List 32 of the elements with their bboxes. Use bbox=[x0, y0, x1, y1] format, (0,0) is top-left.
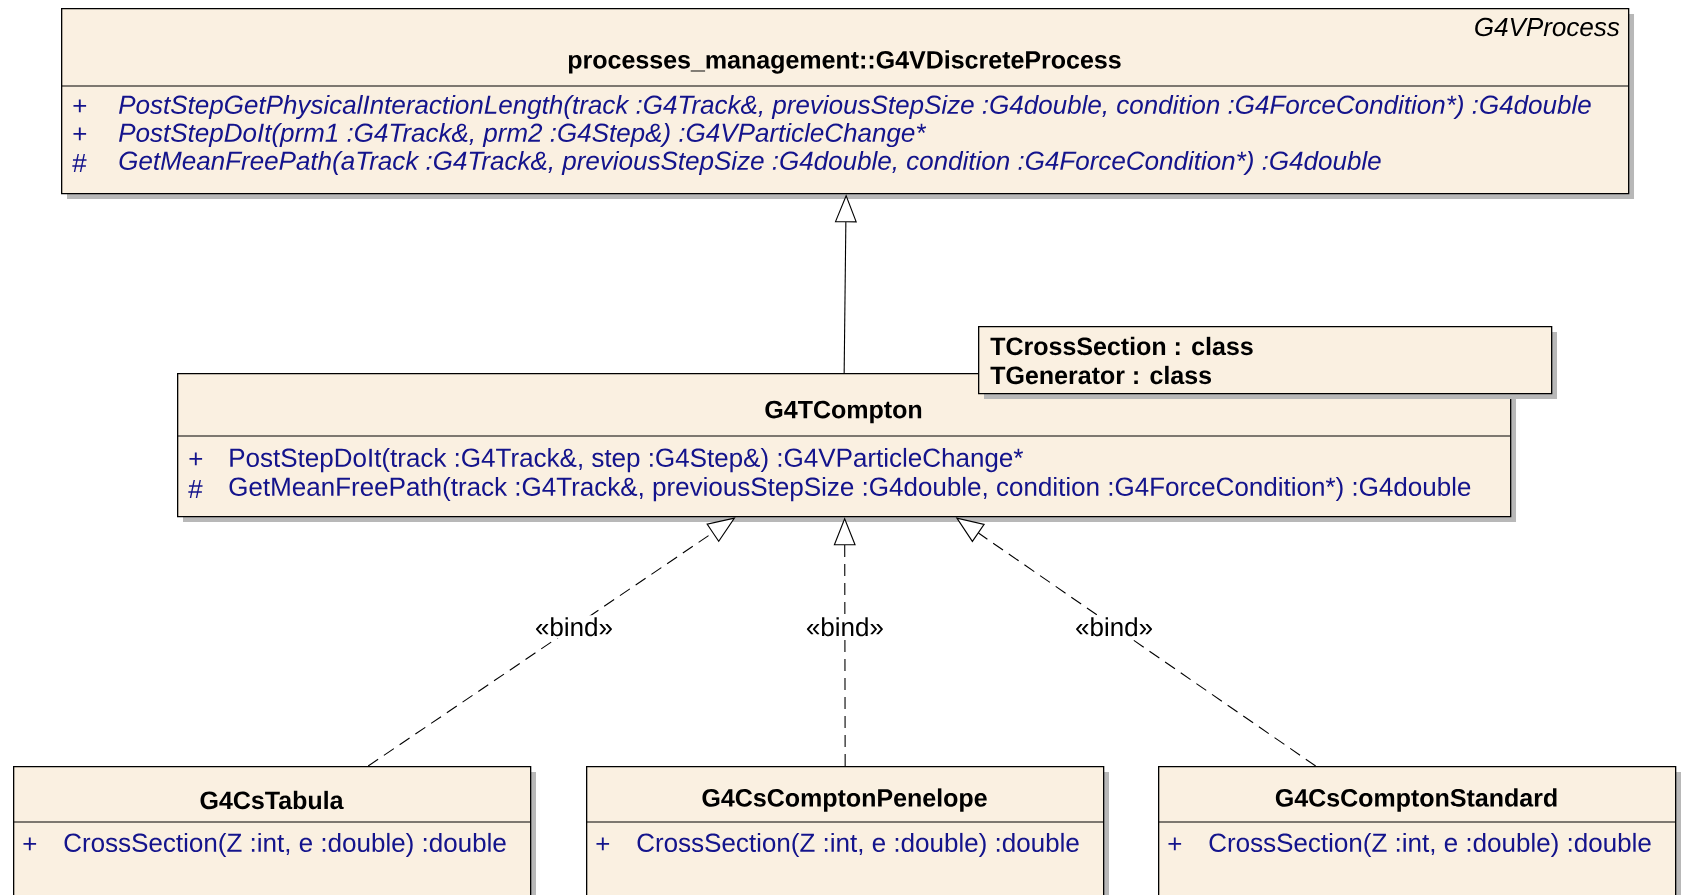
visibility-mark: # bbox=[188, 480, 203, 498]
visibility-mark: + bbox=[23, 837, 37, 851]
template-parameter: TGenerator : class bbox=[990, 365, 1211, 385]
operation-text: CrossSection(Z :int, e :double) :double bbox=[637, 832, 1079, 858]
class-name: G4CsComptonPenelope bbox=[702, 788, 987, 812]
owner-label: G4VProcess bbox=[1475, 17, 1620, 37]
operation-text: CrossSection(Z :int, e :double) :double bbox=[64, 832, 506, 858]
visibility-mark: + bbox=[73, 127, 87, 141]
edge-label: «bind» bbox=[532, 615, 615, 639]
operation-text: GetMeanFreePath(track :G4Track&, previousStepSize :G4double, condition :G4ForceCondition*) :G4double bbox=[229, 476, 1471, 502]
visibility-mark: + bbox=[189, 452, 203, 466]
class-box bbox=[1157, 766, 1681, 895]
class-name: G4CsComptonStandard bbox=[1275, 788, 1557, 812]
class-box bbox=[585, 766, 1109, 895]
template-parameter: TCrossSection : class bbox=[990, 336, 1253, 356]
operation-text: PostStepGetPhysicalInteractionLength(track :G4Track&, previousStepSize :G4double, condition :G4ForceCondition*) :G4double bbox=[119, 94, 1591, 120]
visibility-mark: # bbox=[72, 154, 87, 172]
operation-text: GetMeanFreePath(aTrack :G4Track&, previousStepSize :G4double, condition :G4ForceCondition*) :G4double bbox=[119, 150, 1381, 176]
class-name: G4TCompton bbox=[765, 400, 922, 424]
class-name: processes_management::G4VDiscreteProcess bbox=[568, 50, 1121, 74]
class-box bbox=[60, 8, 1634, 199]
edge-label: «bind» bbox=[803, 615, 886, 639]
class-name: G4CsTabula bbox=[200, 790, 344, 810]
operation-text: CrossSection(Z :int, e :double) :double bbox=[1209, 832, 1651, 858]
operation-text: PostStepDoIt(track :G4Track&, step :G4Step&) :G4VParticleChange* bbox=[230, 447, 1024, 473]
visibility-mark: + bbox=[1168, 837, 1182, 851]
visibility-mark: + bbox=[73, 99, 87, 113]
visibility-mark: + bbox=[596, 837, 610, 851]
template-parameter-box bbox=[978, 326, 1557, 399]
operation-text: PostStepDoIt(prm1 :G4Track&, prm2 :G4Step&) :G4VParticleChange* bbox=[119, 122, 927, 148]
edge-label: «bind» bbox=[1073, 615, 1156, 639]
class-box bbox=[12, 766, 536, 895]
